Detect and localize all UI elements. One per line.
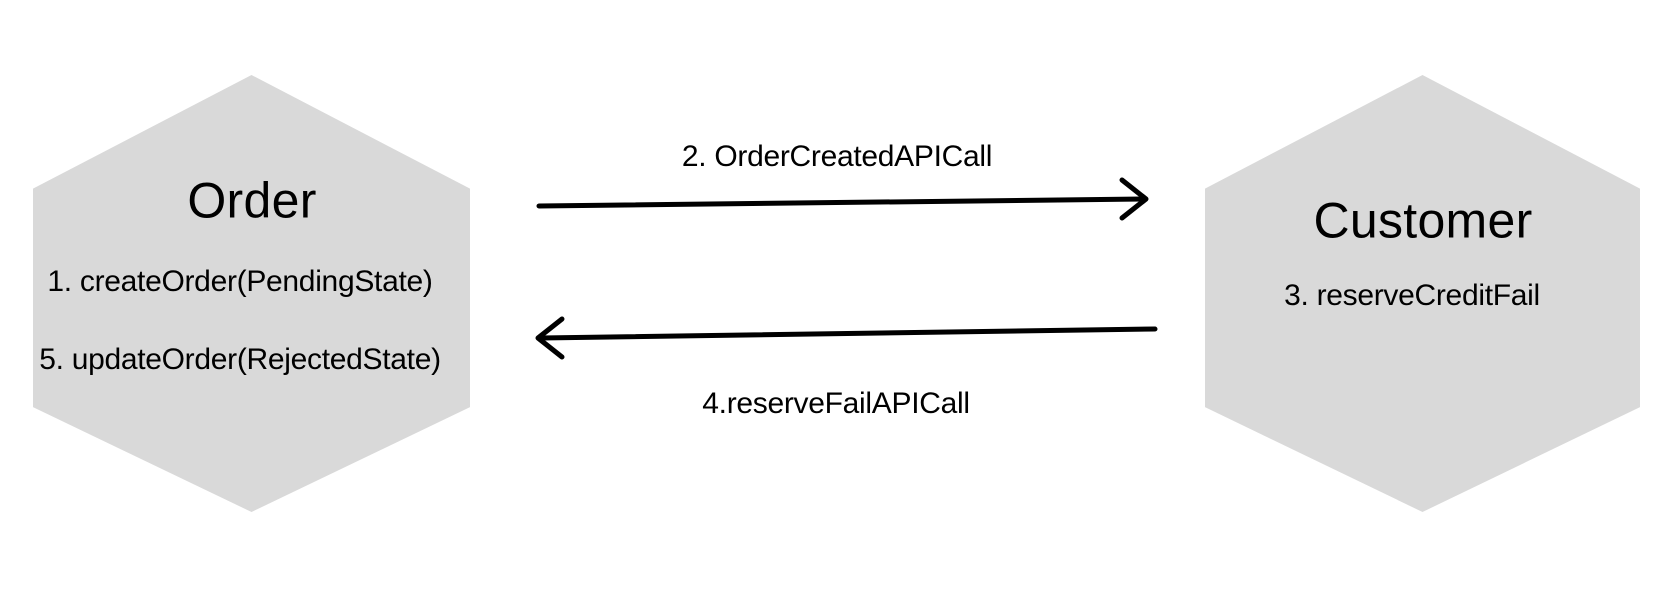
arrow-customer-to-order-icon	[535, 316, 1158, 360]
edge-label-order-created-api-call: 2. OrderCreatedAPICall	[681, 139, 993, 173]
customer-node-title: Customer	[1313, 192, 1533, 249]
customer-node: Customer 3. reserveCreditFail	[1205, 75, 1640, 512]
edge-label-reserve-fail-api-call: 4.reserveFailAPICall	[702, 386, 970, 420]
order-node-item-update: 5. updateOrder(RejectedState)	[39, 342, 441, 376]
arrow-order-to-customer-icon	[536, 177, 1149, 221]
order-node: Order 1. createOrder(PendingState) 5. up…	[33, 75, 470, 512]
customer-node-item-reserve-credit-fail: 3. reserveCreditFail	[1284, 278, 1540, 312]
order-node-title: Order	[187, 172, 317, 229]
order-node-item-create: 1. createOrder(PendingState)	[47, 264, 433, 298]
